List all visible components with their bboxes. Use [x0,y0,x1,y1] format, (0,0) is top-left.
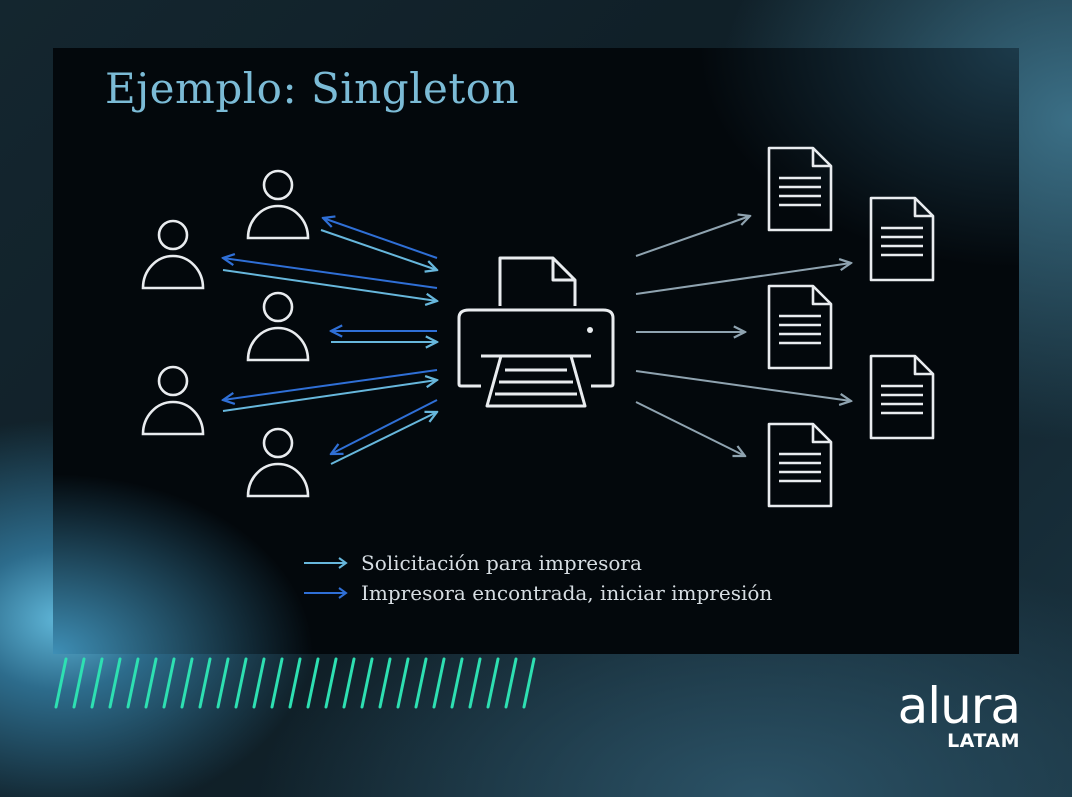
slide-title: Ejemplo: Singleton [105,64,520,113]
output-arrow [635,263,851,295]
request-arrow [330,412,437,465]
document-icon [767,422,833,508]
stripe-line [378,657,392,709]
stripe-line [342,657,356,709]
found-arrow-icon [304,587,348,599]
output-arrow [635,370,851,401]
stripe-line [396,657,410,709]
stripe-line [522,657,536,709]
request-arrow-icon [304,557,348,569]
user-icon [141,219,205,290]
stripe-line [270,657,284,709]
stripe-line [54,657,68,709]
slide-panel: Ejemplo: Singleton [53,48,1019,654]
found-arrow [223,258,438,289]
logo-sub: LATAM [947,730,1020,752]
output-arrow [635,401,745,456]
legend-found-label: Impresora encontrada, iniciar impresión [361,581,773,605]
stripe-line [504,657,518,709]
found-arrow [331,399,438,454]
stripe-line [144,657,158,709]
stripe-line [162,657,176,709]
stripe-line [306,657,320,709]
request-arrow [222,380,437,412]
stripe-line [288,657,302,709]
user-icon [246,427,310,498]
stripe-line [432,657,446,709]
document-icon [767,284,833,370]
stripe-line [450,657,464,709]
alura-logo: alura LATAM [890,677,1021,752]
document-icon [869,196,935,282]
stripe-line [234,657,248,709]
stripe-line [252,657,266,709]
stripe-line [486,657,500,709]
logo-brand: alura [897,677,1021,735]
stripe-line [216,657,230,709]
printer-icon [457,256,615,408]
stripe-line [324,657,338,709]
user-icon [246,169,310,240]
user-icon [141,365,205,436]
stripe-line [90,657,104,709]
decorative-stripes [54,657,536,709]
user-icon [246,291,310,362]
document-icon [869,354,935,440]
stripe-line [126,657,140,709]
stripe-line [414,657,428,709]
legend-request: Solicitación para impresora [303,551,642,575]
stripe-line [108,657,122,709]
stripe-line [468,657,482,709]
found-arrow [323,218,438,259]
request-arrow [222,269,437,301]
output-arrow [635,216,750,257]
found-arrow [223,369,438,400]
document-icon [767,146,833,232]
legend-request-label: Solicitación para impresora [361,551,642,575]
stripe-line [180,657,194,709]
legend-found: Impresora encontrada, iniciar impresión [303,581,772,605]
singleton-diagram [141,146,935,508]
request-arrow [320,229,437,270]
stripe-line [360,657,374,709]
stripe-line [72,657,86,709]
stripe-line [198,657,212,709]
